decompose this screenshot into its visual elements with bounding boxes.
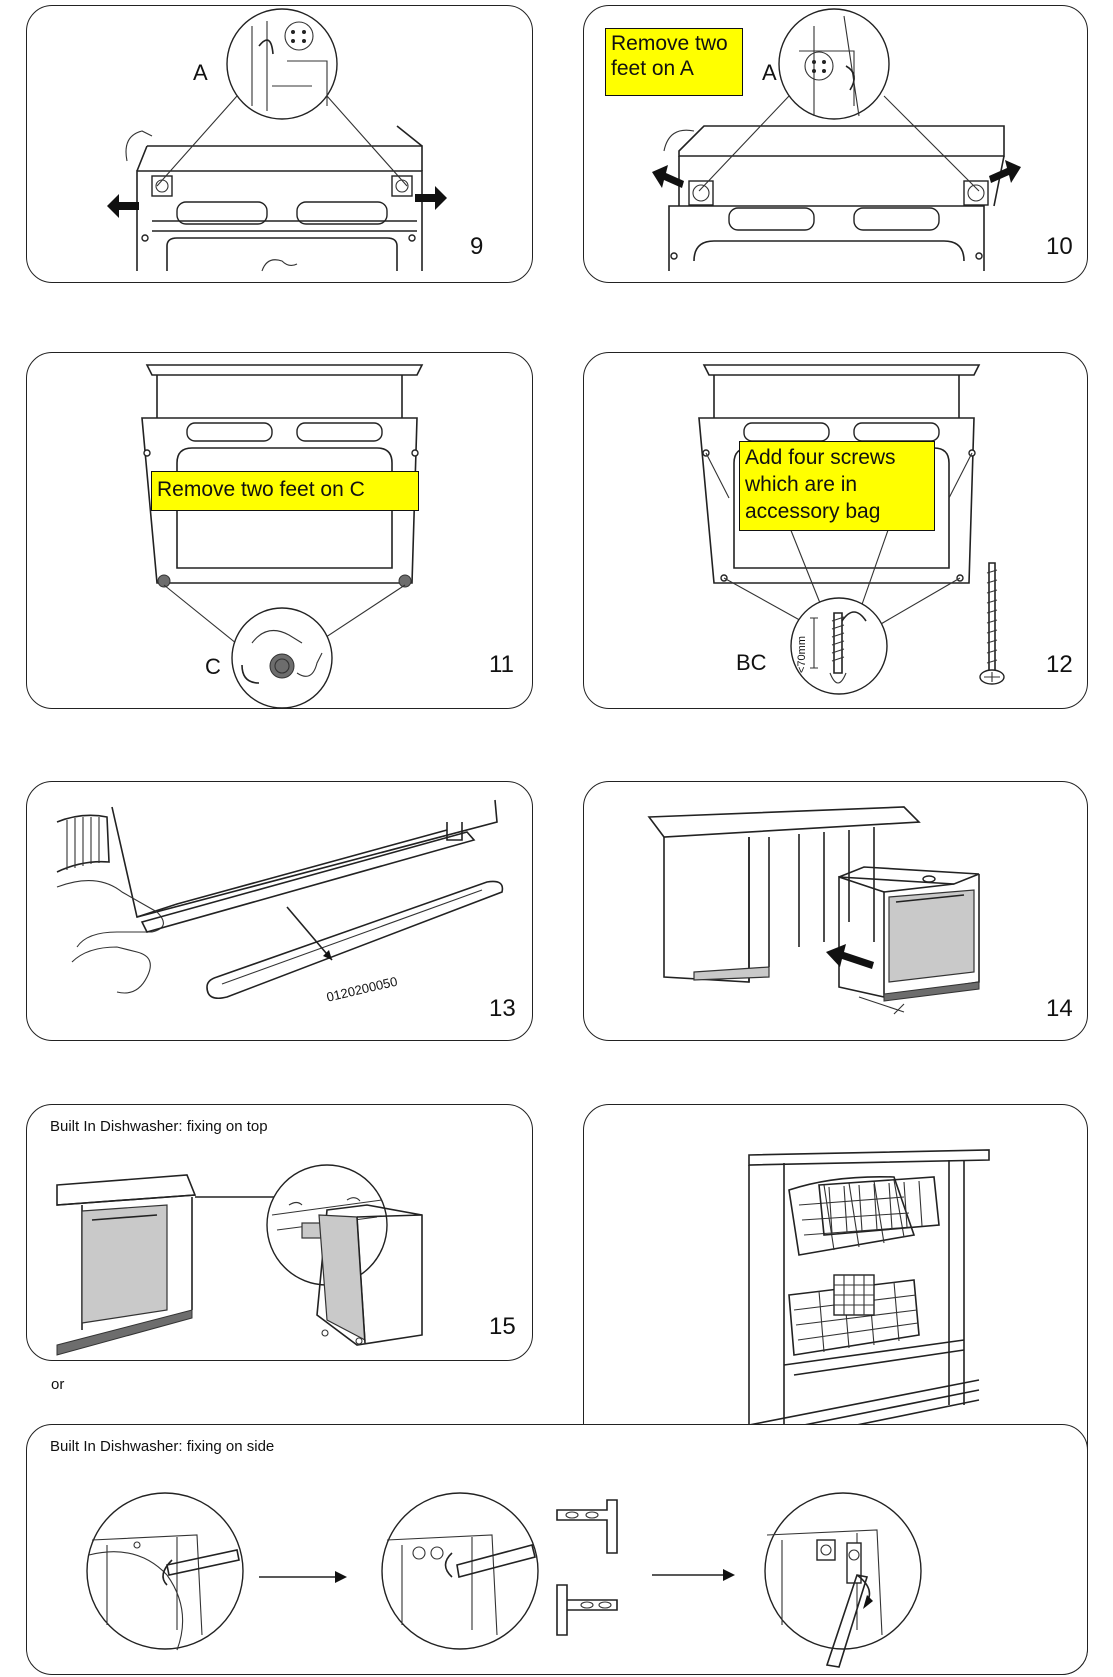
- step-number: 15: [489, 1313, 516, 1340]
- remove-feet-a-open-illustration: [652, 8, 1021, 271]
- step-13-panel: 0120200050 13: [26, 781, 533, 1041]
- step-number: 12: [1046, 651, 1073, 678]
- fixing-top-caption: Built In Dishwasher: fixing on top: [50, 1118, 268, 1135]
- callout-label-c: C: [205, 654, 221, 679]
- step-10-panel: Remove two feet on A A 10: [583, 5, 1088, 283]
- add-screws-illustration: [698, 364, 1005, 695]
- step-number: 13: [489, 995, 516, 1022]
- dishwasher-installed-illustration: [748, 1149, 990, 1520]
- remove-transport-bar-illustration: [56, 799, 504, 1000]
- instruction-note: Remove two feet on C: [151, 471, 419, 511]
- step-number: 10: [1046, 233, 1073, 260]
- dimension-label: <70mm: [796, 636, 808, 673]
- step-11-panel: Remove two feet on C C 11: [26, 352, 533, 709]
- callout-label-a: A: [762, 60, 777, 85]
- fixing-on-side-illustration: [86, 1492, 922, 1668]
- callout-label-a: A: [193, 60, 208, 85]
- step-9-panel: A 9: [26, 5, 533, 283]
- fixing-side-panel: Built In Dishwasher: fixing on side: [26, 1424, 1088, 1675]
- remove-feet-a-illustration: [107, 8, 447, 272]
- fixing-side-caption: Built In Dishwasher: fixing on side: [50, 1438, 275, 1455]
- callout-label-bc: BC: [736, 650, 767, 675]
- step-number: 11: [489, 651, 514, 678]
- or-connector: or: [51, 1376, 65, 1393]
- instruction-note: Add four screws which are in accessory b…: [739, 441, 935, 531]
- step-12-panel: Add four screws which are in accessory b…: [583, 352, 1088, 709]
- remove-feet-c-illustration: [141, 364, 424, 709]
- instruction-note: Remove two feet on A: [605, 28, 743, 96]
- step-number: 9: [470, 233, 484, 260]
- fixing-on-top-illustration: [56, 1164, 423, 1356]
- step-15-panel: Built In Dishwasher: fixing on top 15: [26, 1104, 533, 1361]
- step-14-panel: 14: [583, 781, 1088, 1041]
- step-number: 14: [1046, 995, 1073, 1022]
- slide-into-cabinet-illustration: [647, 806, 980, 1015]
